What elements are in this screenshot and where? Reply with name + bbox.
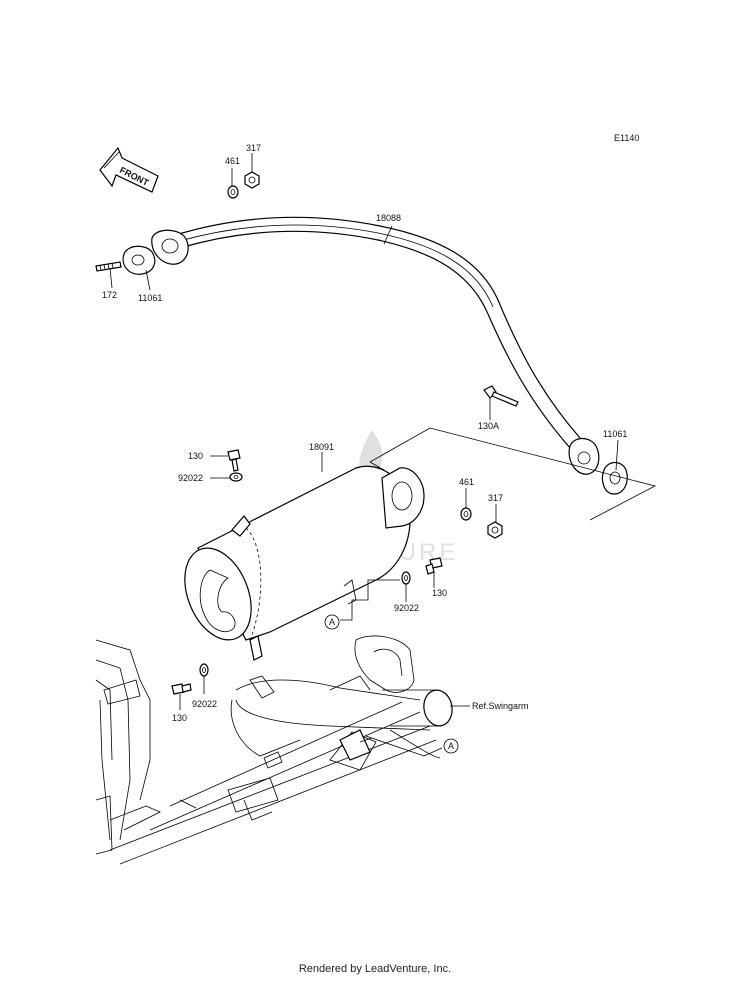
muffler — [184, 465, 425, 661]
label-130a: 130A — [478, 421, 499, 431]
nut-top — [244, 171, 260, 189]
bolt-130-low — [171, 683, 192, 695]
label-130-top: 130 — [188, 451, 203, 461]
label-172: 172 — [102, 290, 117, 300]
front-arrow-icon: FRONT — [99, 146, 159, 193]
bolt-130-top — [227, 449, 241, 472]
label-130-low: 130 — [172, 713, 187, 723]
washer-right — [460, 507, 472, 521]
label-ref-swingarm: Ref.Swingarm — [472, 701, 529, 711]
washer-92022-mid — [401, 571, 411, 585]
diagram-code: E1140 — [614, 133, 639, 143]
label-461-right: 461 — [459, 477, 474, 487]
ref-marker-a-lower — [443, 738, 459, 754]
gasket-right — [601, 461, 628, 495]
label-11061-right: 11061 — [603, 429, 627, 439]
footer-credit: Rendered by LeadVenture, Inc. — [298, 963, 452, 975]
label-130-mid: 130 — [432, 588, 447, 598]
exhaust-pipe — [151, 216, 600, 475]
label-18091: 18091 — [309, 442, 334, 452]
label-317-top: 317 — [246, 143, 261, 153]
bolt-130a — [483, 385, 519, 407]
label-11061-left: 11061 — [138, 293, 162, 303]
label-461-top: 461 — [225, 156, 240, 166]
callout-lines — [109, 153, 619, 757]
label-92022-mid: 92022 — [394, 603, 419, 613]
frame-structure — [95, 635, 453, 865]
label-92022-low: 92022 — [192, 699, 217, 709]
label-ref-a-lower: A — [448, 741, 454, 751]
label-317-right: 317 — [488, 493, 503, 503]
ref-marker-a-upper — [324, 614, 340, 630]
label-18088: 18088 — [376, 213, 401, 223]
stud-bolt — [95, 261, 122, 272]
label-92022-top: 92022 — [178, 473, 203, 483]
nut-right — [487, 521, 503, 539]
bolt-130-mid — [425, 557, 443, 575]
washer-top — [227, 185, 239, 199]
label-ref-a-upper: A — [329, 617, 335, 627]
washer-92022-low — [199, 663, 209, 677]
gasket-left — [122, 245, 156, 275]
washer-92022-top — [229, 472, 243, 482]
